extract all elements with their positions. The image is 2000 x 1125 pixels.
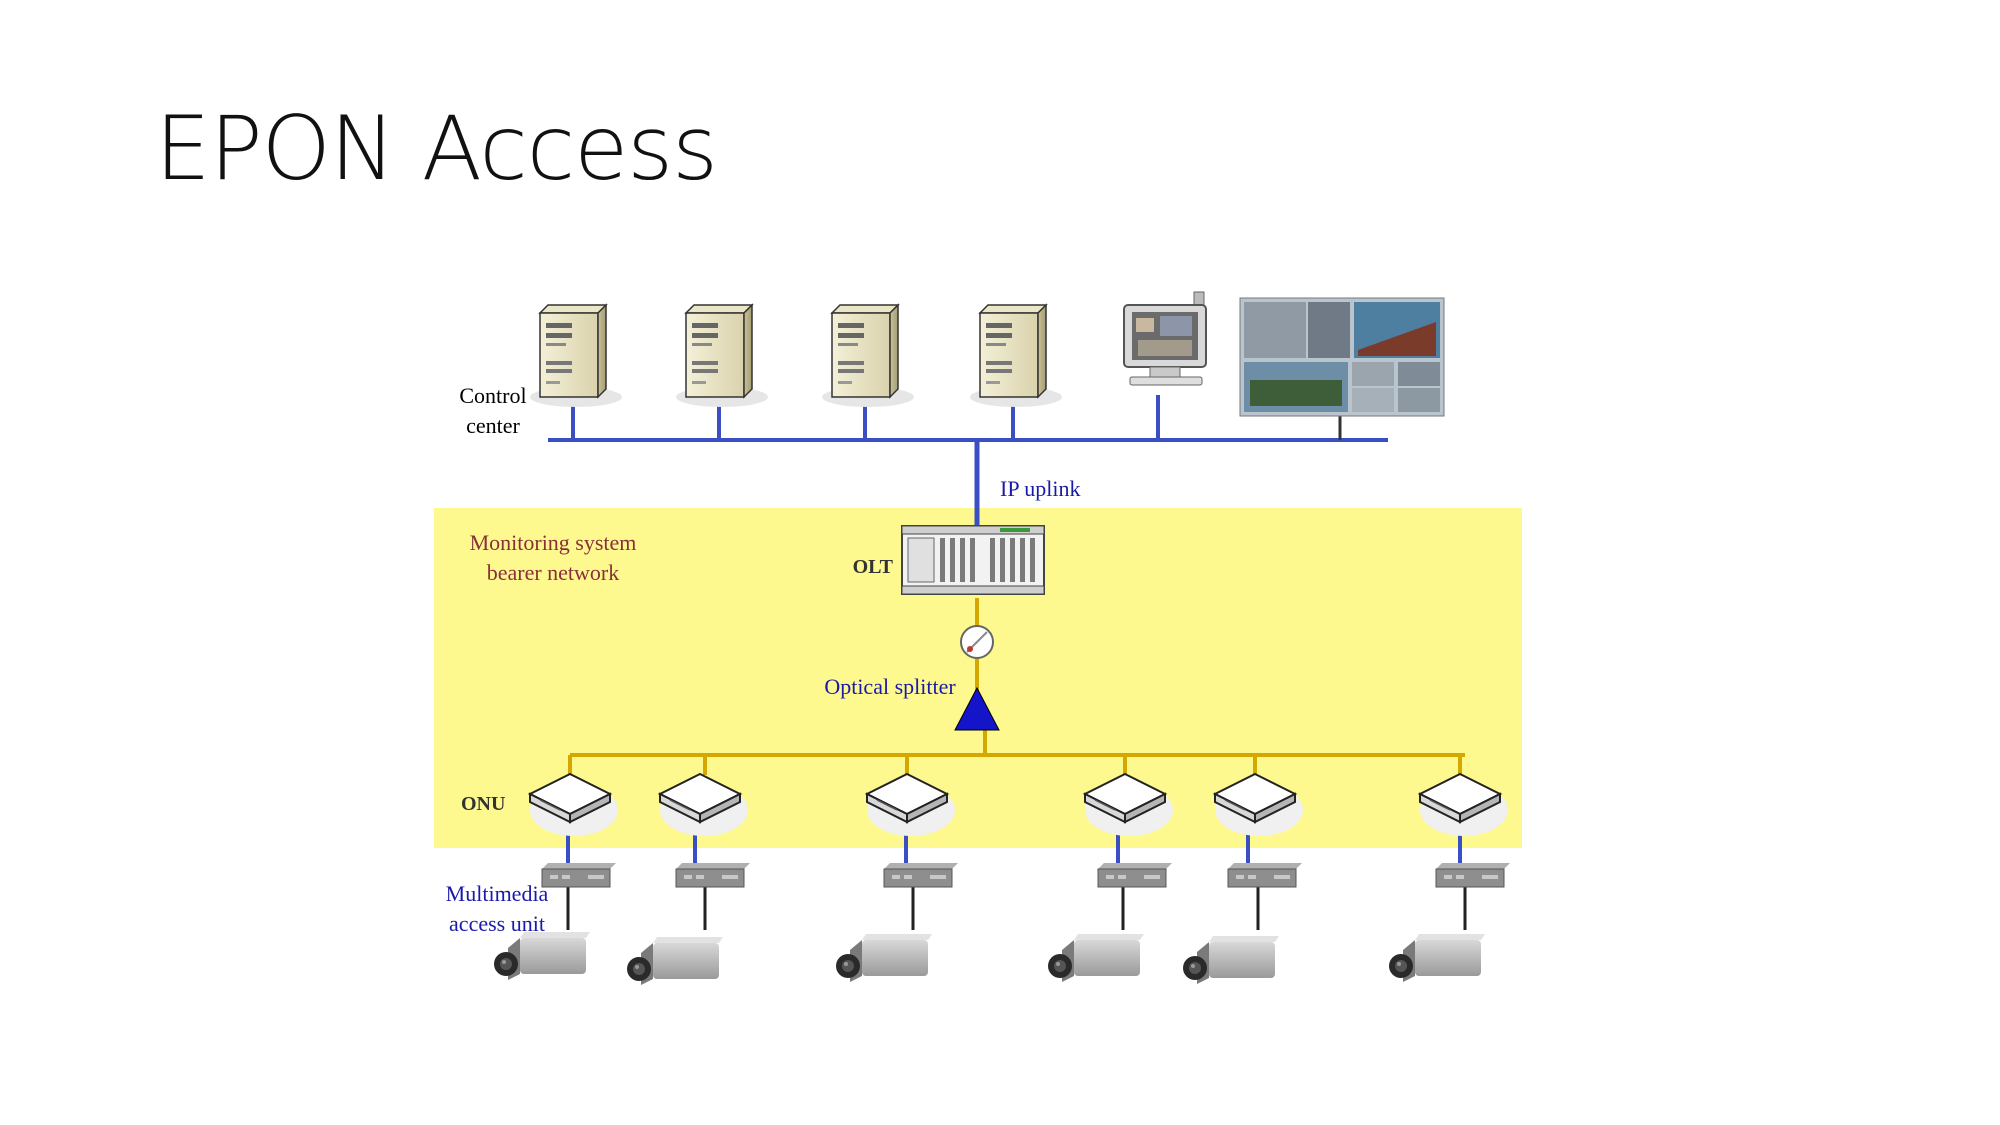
server-icon (969, 304, 1063, 408)
fiber-drops (568, 755, 1462, 775)
olt-chassis-icon (901, 525, 1045, 595)
page-title: EPON Access (155, 97, 718, 200)
access-unit-icon (675, 862, 751, 888)
server-icon (821, 304, 915, 408)
control-center-label-line1: Control (459, 383, 526, 408)
access-unit-icon (883, 862, 959, 888)
ip-uplink-label: IP uplink (1000, 476, 1080, 501)
mau-label-line2: access unit (449, 911, 545, 936)
access-unit-icon (541, 862, 617, 888)
monitoring-label-line1: Monitoring system (470, 530, 637, 555)
camera-icon (1183, 936, 1279, 984)
camera-icon (627, 937, 723, 985)
splitter-triangle-icon (954, 686, 1000, 731)
camera-icon (1389, 934, 1485, 982)
olt-label: OLT (853, 556, 894, 578)
monitor-icon (1123, 291, 1207, 386)
server-icon (529, 304, 623, 408)
onu-label: ONU (461, 793, 505, 815)
video-wall-icon (1239, 297, 1445, 417)
monitoring-label-line2: bearer network (487, 560, 620, 585)
control-center-label-line2: center (466, 413, 520, 438)
fiber-coupler-icon (960, 625, 994, 659)
mau-label-line1: Multimedia (446, 881, 549, 906)
camera-links (566, 886, 1467, 930)
optical-splitter-label: Optical splitter (824, 674, 956, 699)
camera-icon (494, 932, 590, 980)
access-unit-icon (1227, 862, 1303, 888)
camera-icon (1048, 934, 1144, 982)
server-icon (675, 304, 769, 408)
access-unit-icon (1097, 862, 1173, 888)
camera-icon (836, 934, 932, 982)
access-unit-icon (1435, 862, 1511, 888)
